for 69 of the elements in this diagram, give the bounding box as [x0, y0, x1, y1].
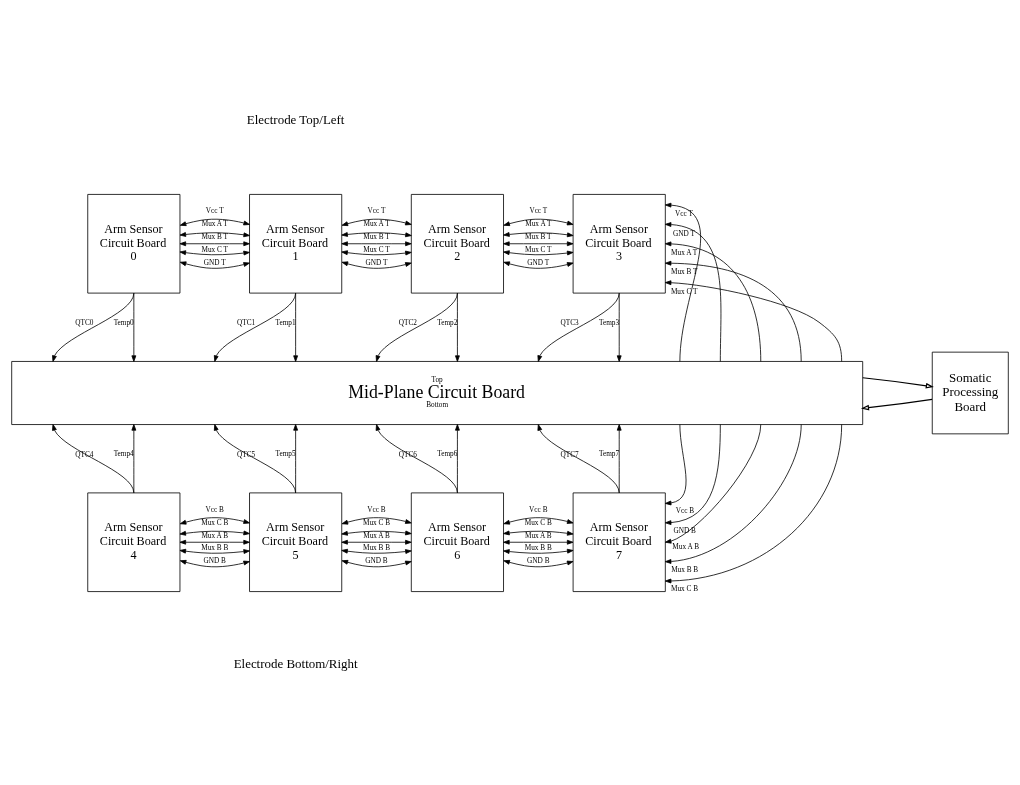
- arrow: [52, 423, 135, 493]
- arrow: [179, 249, 250, 255]
- arrow: [131, 423, 137, 493]
- arrow: [616, 423, 622, 493]
- arrow: [503, 548, 574, 554]
- arrow: [341, 240, 412, 246]
- arrow: [664, 241, 762, 362]
- arrow: [664, 202, 701, 362]
- node-box: Arm Sensor Circuit Board 3: [572, 193, 666, 293]
- arrow: [341, 548, 412, 554]
- arrow: [341, 218, 412, 226]
- arrow: [537, 423, 620, 493]
- arrow: [179, 530, 250, 536]
- arrow: [860, 398, 933, 410]
- arrow: [455, 292, 460, 362]
- arrow: [503, 530, 574, 536]
- node-box: Arm Sensor Circuit Board 0: [87, 193, 181, 293]
- arrow: [664, 423, 721, 525]
- arrow: [341, 260, 412, 269]
- arrow: [341, 516, 412, 525]
- arrow: [503, 539, 574, 545]
- arrow: [179, 231, 250, 237]
- arrow: [293, 423, 299, 493]
- arrow: [664, 423, 762, 544]
- arrow: [664, 279, 843, 362]
- arrow: [131, 292, 137, 362]
- arrow: [179, 559, 250, 567]
- arrow: [503, 218, 574, 226]
- arrow: [664, 423, 687, 505]
- arrow: [179, 218, 250, 226]
- arrow: [213, 292, 297, 362]
- label: Electrode Top/Left: [246, 111, 345, 127]
- arrow: [503, 516, 574, 525]
- label: Electrode Bottom/Right: [233, 655, 358, 671]
- node-box: Arm Sensor Circuit Board 7: [572, 492, 666, 592]
- arrow: [664, 221, 722, 362]
- arrow: [179, 539, 250, 545]
- arrow: [213, 423, 297, 493]
- arrow: [503, 231, 574, 237]
- arrow: [503, 240, 574, 246]
- arrow: [375, 292, 458, 362]
- node-box: Arm Sensor Circuit Board 5: [249, 492, 343, 592]
- arrow: [179, 240, 250, 246]
- node-box: Arm Sensor Circuit Board 6: [410, 492, 504, 592]
- arrow: [179, 548, 250, 554]
- arrow: [862, 376, 934, 389]
- arrow: [341, 539, 412, 545]
- node-box: Arm Sensor Circuit Board 1: [249, 193, 343, 293]
- arrow: [537, 292, 620, 362]
- arrow: [455, 423, 460, 493]
- node-box: Arm Sensor Circuit Board 2: [410, 193, 504, 293]
- arrow: [341, 249, 412, 255]
- node-box: Arm Sensor Circuit Board 4: [87, 492, 181, 592]
- arrow: [503, 249, 574, 255]
- arrow: [664, 423, 843, 583]
- arrow: [616, 292, 622, 362]
- arrow: [503, 260, 574, 269]
- arrow: [341, 231, 412, 237]
- arrow: [293, 292, 299, 362]
- arrow: [179, 260, 250, 269]
- arrow: [503, 559, 574, 567]
- arrow: [375, 423, 458, 493]
- arrow: [179, 516, 250, 525]
- arrow: [664, 423, 802, 564]
- arrow: [52, 292, 135, 362]
- arrow: [341, 559, 412, 567]
- arrow: [341, 530, 412, 536]
- arrow: [664, 260, 802, 362]
- node-box: Somatic Processing Board: [931, 351, 1009, 434]
